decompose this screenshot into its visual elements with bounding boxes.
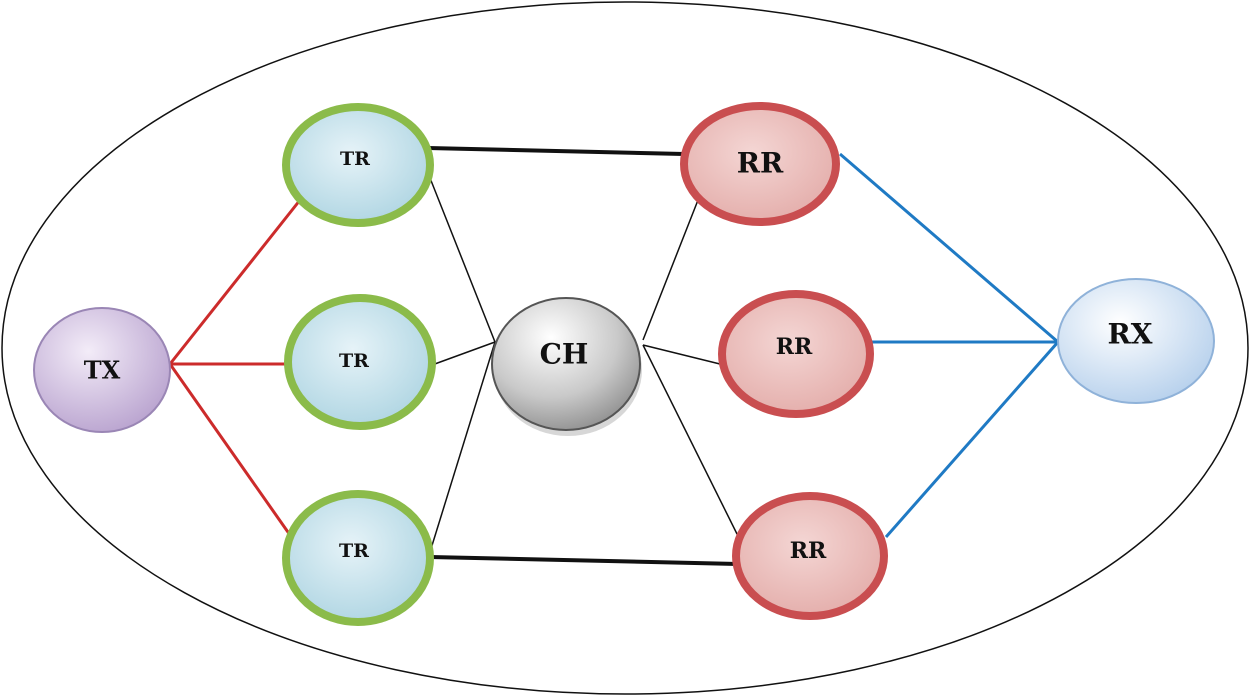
node-tr2-label: TR bbox=[339, 350, 369, 372]
node-tr1: TR bbox=[282, 103, 434, 227]
link-tr2-ch bbox=[431, 341, 496, 366]
node-tr1-label: TR bbox=[340, 148, 370, 170]
node-rr1-label: RR bbox=[737, 147, 784, 180]
link-tx-tr1 bbox=[168, 194, 306, 365]
node-tr2: TR bbox=[284, 294, 436, 430]
node-rr2-label: RR bbox=[776, 334, 813, 360]
node-tr3: TR bbox=[282, 490, 434, 626]
rx-links bbox=[839, 152, 1060, 538]
link-tr3-rr3 bbox=[429, 555, 739, 566]
node-rr3: RR bbox=[732, 492, 888, 620]
node-rr3-label: RR bbox=[790, 538, 827, 564]
node-ch: CH bbox=[491, 297, 642, 436]
node-rx-label: RX bbox=[1108, 318, 1153, 351]
node-rr2: RR bbox=[718, 290, 874, 418]
node-ch-label: CH bbox=[540, 338, 589, 371]
link-ch-rr2 bbox=[642, 344, 725, 366]
link-ch-rr3 bbox=[642, 344, 741, 541]
node-rr1: RR bbox=[680, 102, 840, 226]
link-tr1-ch bbox=[429, 177, 496, 343]
ch-links bbox=[429, 177, 741, 553]
tx-links bbox=[168, 194, 306, 536]
link-tr3-ch bbox=[429, 341, 496, 553]
direct-links bbox=[427, 146, 739, 566]
link-tr1-rr1 bbox=[427, 146, 685, 156]
node-tr3-label: TR bbox=[339, 540, 369, 562]
node-tx: TX bbox=[33, 307, 171, 433]
link-ch-rr1 bbox=[642, 194, 701, 341]
link-tx-tr3 bbox=[168, 363, 292, 536]
node-rx: RX bbox=[1057, 278, 1215, 404]
node-tx-label: TX bbox=[84, 356, 121, 385]
link-rr3-rx bbox=[884, 341, 1060, 538]
link-rr1-rx bbox=[839, 152, 1059, 344]
